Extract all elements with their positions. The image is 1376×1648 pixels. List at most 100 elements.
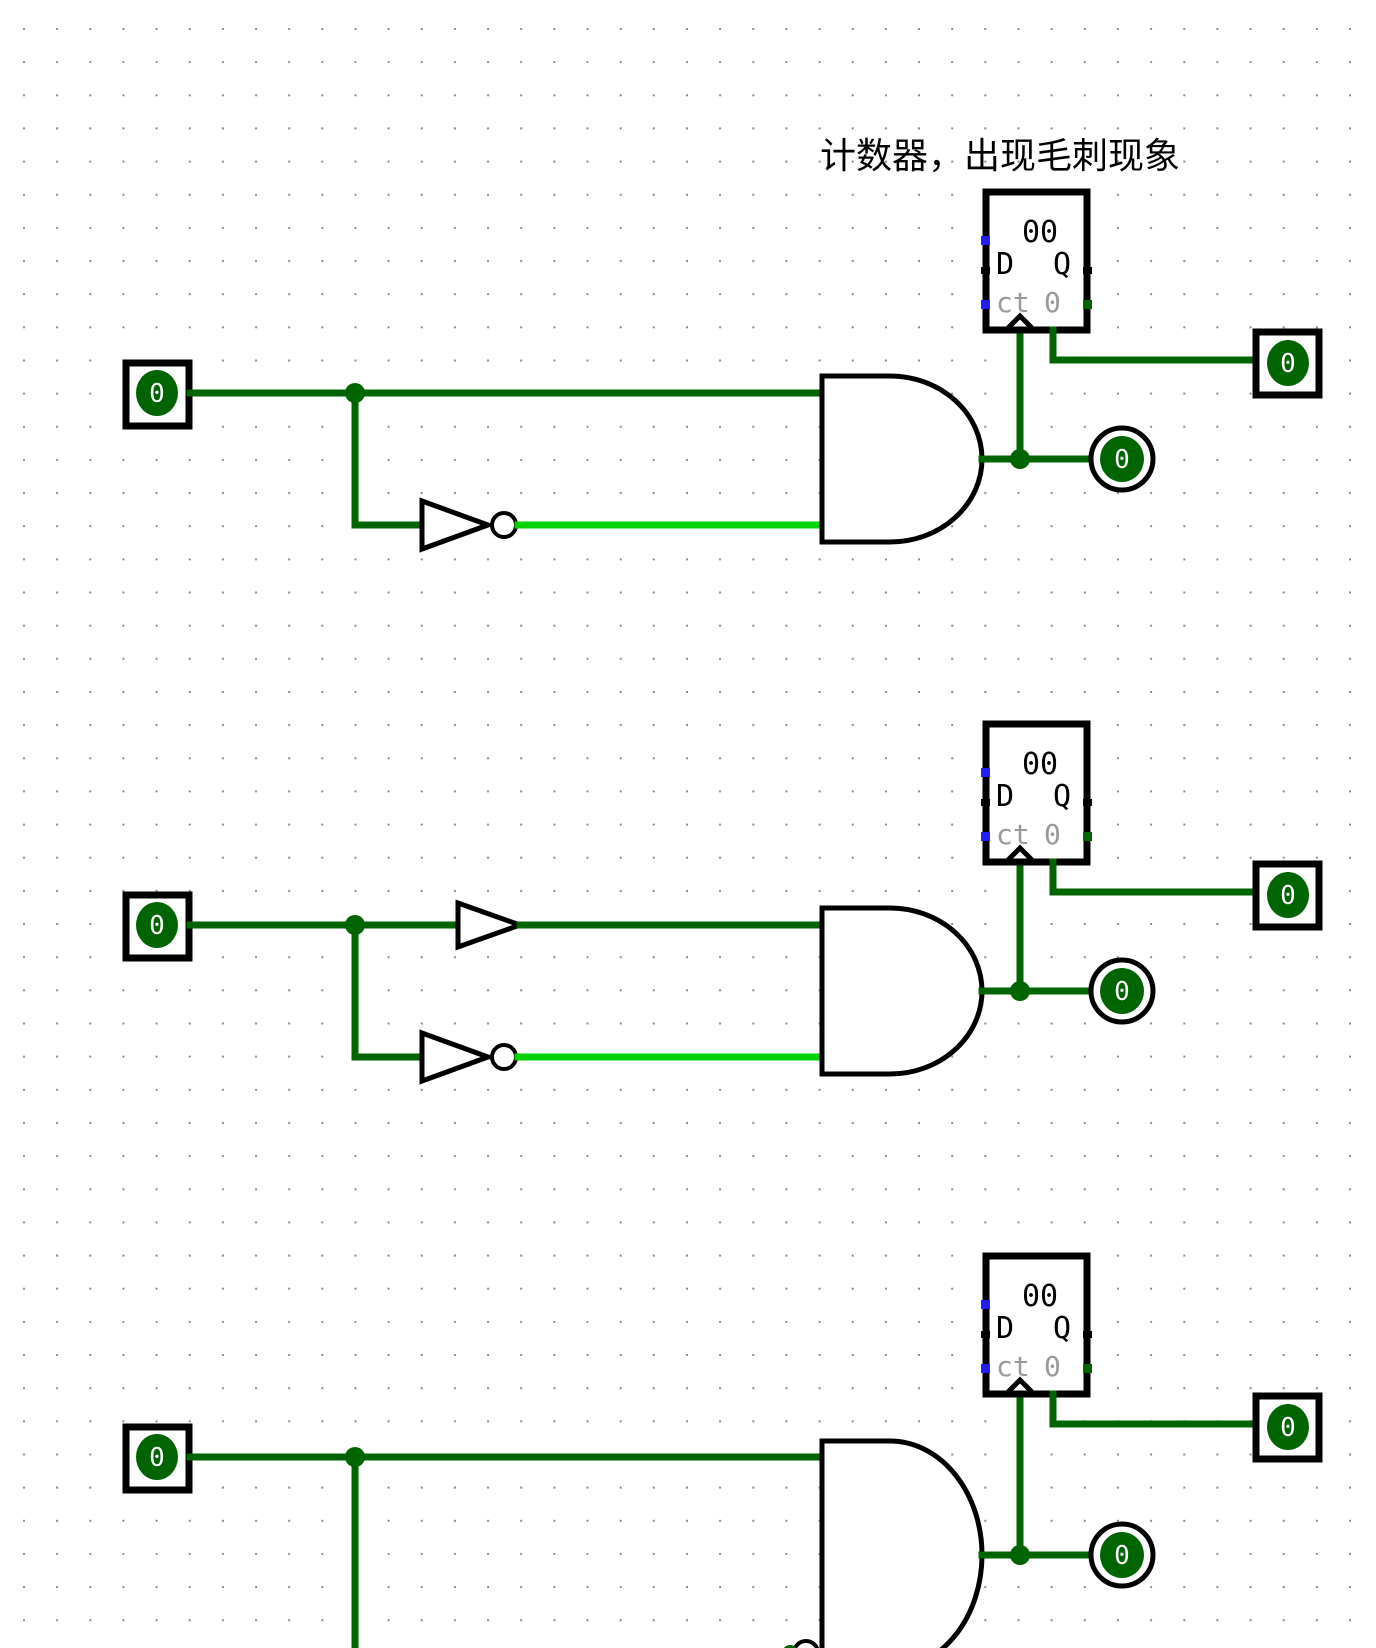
grid-dot xyxy=(719,1486,722,1489)
not-gate[interactable] xyxy=(419,1029,518,1085)
counter-output-wire[interactable] xyxy=(1049,1390,1257,1428)
grid-dot xyxy=(387,558,390,561)
counter-ct-label: ct xyxy=(996,818,1030,851)
grid-dot xyxy=(255,61,258,64)
grid-dot xyxy=(188,492,191,495)
grid-dot xyxy=(951,1155,954,1158)
grid-dot xyxy=(1116,293,1119,296)
output-pin[interactable]: 0 xyxy=(1252,860,1323,931)
grid-dot xyxy=(884,1221,887,1224)
grid-dot xyxy=(719,492,722,495)
grid-dot xyxy=(752,1022,755,1025)
grid-dot xyxy=(188,1320,191,1323)
grid-dot xyxy=(553,657,556,660)
grid-dot xyxy=(918,28,920,30)
grid-dot xyxy=(752,1320,755,1323)
grid-dot xyxy=(387,1287,390,1290)
grid-dot xyxy=(255,591,258,594)
grid-dot xyxy=(586,326,589,329)
grid-dot xyxy=(1315,127,1318,130)
grid-dot xyxy=(619,94,622,97)
grid-dot xyxy=(288,1320,291,1323)
grid-dot xyxy=(321,1486,324,1489)
grid-dot xyxy=(918,293,920,296)
counter-output-wire[interactable] xyxy=(1049,326,1257,364)
grid-dot xyxy=(354,260,357,263)
grid-dot xyxy=(520,1354,523,1356)
output-led[interactable]: 0 xyxy=(1088,425,1156,493)
lower-branch-wire[interactable] xyxy=(351,1453,790,1648)
not-gate[interactable] xyxy=(419,497,518,553)
grid-dot xyxy=(1183,1055,1186,1058)
grid-dot xyxy=(619,989,622,992)
grid-dot xyxy=(23,458,25,461)
input-pin[interactable]: 0 xyxy=(122,359,193,430)
grid-dot xyxy=(221,691,224,693)
grid-dot xyxy=(321,591,324,594)
lower-branch-wire[interactable] xyxy=(351,921,426,1061)
grid-dot xyxy=(553,1320,556,1323)
grid-dot xyxy=(752,61,755,64)
grid-dot xyxy=(387,193,390,196)
grid-dot xyxy=(884,293,887,296)
input-pin[interactable]: 0 xyxy=(122,891,193,962)
grid-dot xyxy=(1349,1519,1351,1522)
grid-dot xyxy=(686,657,688,660)
grid-dot xyxy=(520,458,523,461)
output-led[interactable]: 0 xyxy=(1088,957,1156,1025)
grid-dot xyxy=(387,326,390,329)
grid-dot xyxy=(1083,425,1086,428)
grid-dot xyxy=(553,226,556,229)
buffer-gate[interactable] xyxy=(455,899,528,951)
counter-d-label: D xyxy=(996,247,1014,282)
output-led[interactable]: 0 xyxy=(1088,1521,1156,1589)
grid-dot xyxy=(221,1287,224,1290)
grid-dot xyxy=(56,1121,59,1124)
grid-dot xyxy=(387,1519,390,1522)
grid-dot xyxy=(752,193,755,196)
grid-dot xyxy=(984,591,987,594)
grid-dot xyxy=(420,624,423,627)
grid-dot xyxy=(851,193,854,196)
grid-dot xyxy=(984,492,987,495)
output-pin[interactable]: 0 xyxy=(1252,328,1323,399)
grid-dot xyxy=(255,293,258,296)
grid-dot xyxy=(188,226,191,229)
grid-dot xyxy=(288,359,291,362)
grid-dot xyxy=(752,1354,755,1356)
grid-dot xyxy=(1183,657,1186,660)
grid-dot xyxy=(1150,326,1153,329)
grid-dot xyxy=(420,1287,423,1290)
input-pin[interactable]: 0 xyxy=(122,1423,193,1494)
grid-dot xyxy=(321,1354,324,1356)
grid-dot xyxy=(553,28,556,30)
grid-dot xyxy=(719,28,722,30)
grid-dot xyxy=(1183,823,1186,826)
annotation-label: 计数器，出现毛刺现象 xyxy=(820,136,1180,177)
and-gate[interactable] xyxy=(819,905,985,1077)
grid-dot xyxy=(752,889,755,892)
grid-dot xyxy=(188,1354,191,1356)
and-gate[interactable] xyxy=(792,1438,985,1648)
grid-dot xyxy=(719,1354,722,1356)
grid-dot xyxy=(387,1155,390,1158)
grid-dot xyxy=(652,1155,655,1158)
grid-dot xyxy=(1017,691,1020,693)
grid-dot xyxy=(1216,1387,1219,1390)
counter-output-wire[interactable] xyxy=(1049,858,1257,896)
grid-dot xyxy=(553,1221,556,1224)
grid-dot xyxy=(918,1387,920,1390)
output-pin[interactable]: 0 xyxy=(1252,1392,1323,1463)
and-gate[interactable] xyxy=(819,373,985,545)
grid-dot xyxy=(1349,657,1351,660)
grid-dot xyxy=(56,160,59,163)
grid-dot xyxy=(420,1155,423,1158)
lower-branch-wire[interactable] xyxy=(351,389,426,529)
grid-dot xyxy=(553,1155,556,1158)
grid-dot xyxy=(851,1088,854,1091)
